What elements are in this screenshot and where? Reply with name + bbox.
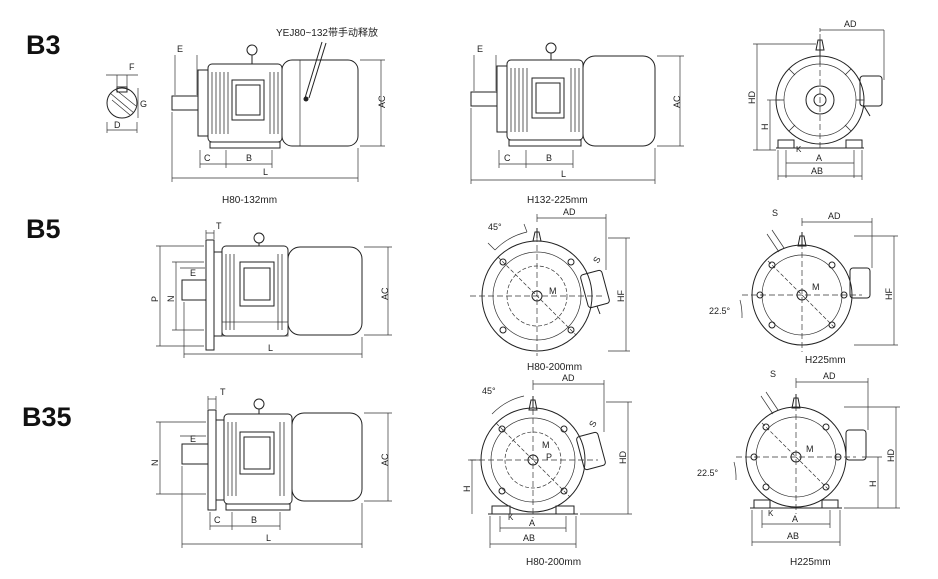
lifting-eye-icon: [253, 232, 265, 244]
dim-N: N: [166, 296, 176, 303]
caption-b35-right: H225mm: [790, 557, 831, 568]
dim-AC-3: AC: [380, 287, 390, 300]
b3-front-view: AD HD H K A AB: [747, 19, 885, 180]
dim-AD-4: AD: [562, 373, 575, 383]
dim-S-2: S: [772, 208, 778, 218]
lifting-eye-icon: [246, 44, 258, 56]
angle-22-5-2: 22.5°: [697, 468, 719, 478]
dim-L-2: L: [561, 169, 566, 179]
terminal-box-icon: [849, 267, 871, 299]
dim-AD-3: AD: [828, 211, 841, 221]
dim-K-3: K: [768, 509, 774, 518]
dim-HF-2: HF: [884, 288, 894, 300]
dim-HF: HF: [616, 290, 626, 302]
caption-b5-right: H225mm: [805, 355, 846, 366]
dim-M-3: M: [542, 440, 550, 450]
dim-L-4: L: [266, 533, 271, 543]
dim-AB-2: AB: [523, 533, 535, 543]
foot-icon: [225, 503, 291, 511]
dim-AD: AD: [844, 19, 857, 29]
dim-HD: HD: [747, 91, 757, 104]
b35-side-view: T E N AC: [150, 387, 392, 548]
row-title-b3: B3: [26, 30, 61, 60]
dim-S-3: S: [587, 419, 599, 429]
terminal-box-icon: [859, 75, 883, 107]
dim-AC-2: AC: [672, 95, 682, 108]
dim-H-2: H: [462, 486, 472, 493]
angle-45-2: 45°: [482, 386, 496, 396]
dim-B-3: B: [251, 515, 257, 525]
b5-front-view-small: 45° M S AD HF: [470, 207, 630, 356]
dim-F: F: [129, 62, 135, 72]
dim-K-2: K: [508, 513, 514, 522]
row-title-b35: B35: [22, 402, 72, 432]
terminal-box-icon: [580, 269, 610, 309]
dim-A-2: A: [529, 518, 535, 528]
dim-H-3: H: [868, 481, 878, 488]
dim-M-4: M: [806, 444, 814, 454]
manual-release-note: YEJ80~132带手动释放: [276, 28, 378, 39]
dim-H: H: [760, 124, 770, 131]
lifting-eye-icon: [253, 398, 265, 410]
dim-P: P: [150, 296, 160, 302]
dim-AC: AC: [377, 95, 387, 108]
dim-HD-2: HD: [618, 451, 628, 464]
angle-45: 45°: [488, 222, 502, 232]
dim-HD-3: HD: [886, 449, 896, 462]
foot-icon: [753, 499, 771, 509]
dim-A: A: [816, 153, 822, 163]
terminal-box-icon: [576, 431, 606, 471]
dim-E: E: [177, 44, 183, 54]
lifting-eye-icon: [545, 42, 557, 54]
dim-E-2: E: [477, 44, 483, 54]
flange-icon: [205, 239, 215, 351]
caption-b3-b: H132-225mm: [527, 195, 588, 206]
dim-AB-3: AB: [787, 531, 799, 541]
dim-AD-2: AD: [563, 207, 576, 217]
dim-K: K: [796, 145, 802, 154]
dim-L: L: [263, 167, 268, 177]
dim-E-4: E: [190, 434, 196, 444]
flange-icon: [207, 409, 217, 511]
b3-side-view-brake: E: [171, 41, 387, 182]
dim-C-3: C: [214, 515, 221, 525]
angle-22-5: 22.5°: [709, 306, 731, 316]
dim-C-2: C: [504, 153, 511, 163]
b5-side-view: T E N P: [150, 221, 392, 358]
terminal-box-icon: [845, 429, 867, 461]
shaft-section-detail: F G D: [106, 62, 147, 133]
foot-icon: [777, 139, 795, 149]
dim-T: T: [216, 221, 222, 231]
dim-AC-4: AC: [380, 453, 390, 466]
dim-S-4: S: [770, 369, 776, 379]
dim-M: M: [549, 286, 557, 296]
dim-N-2: N: [150, 460, 160, 467]
dim-C: C: [204, 153, 211, 163]
b3-side-view: E AC C B: [470, 42, 684, 184]
caption-b5-mid: H80-200mm: [527, 362, 583, 373]
b35-front-view-small: 45° M P S AD HD H K A AB: [462, 373, 632, 548]
b5-front-view-large: M S AD HF 22.5°: [709, 208, 898, 352]
dim-B: B: [246, 153, 252, 163]
dim-M-2: M: [812, 282, 820, 292]
dim-A-3: A: [792, 514, 798, 524]
dim-L-3: L: [268, 343, 273, 353]
caption-b35-mid: H80-200mm: [526, 557, 582, 568]
dim-E-3: E: [190, 268, 196, 278]
dim-AB: AB: [811, 166, 823, 176]
caption-b3-a: H80-132mm: [222, 195, 278, 206]
dim-D: D: [114, 120, 121, 130]
b35-front-view-large: M S AD HD H 22.5° K A AB: [697, 369, 900, 546]
row-title-b5: B5: [26, 214, 61, 244]
dim-B-2: B: [546, 153, 552, 163]
dim-G: G: [140, 99, 147, 109]
dim-T-2: T: [220, 387, 226, 397]
dim-P-2: P: [546, 452, 552, 462]
dim-S: S: [591, 255, 603, 265]
dim-AD-5: AD: [823, 371, 836, 381]
